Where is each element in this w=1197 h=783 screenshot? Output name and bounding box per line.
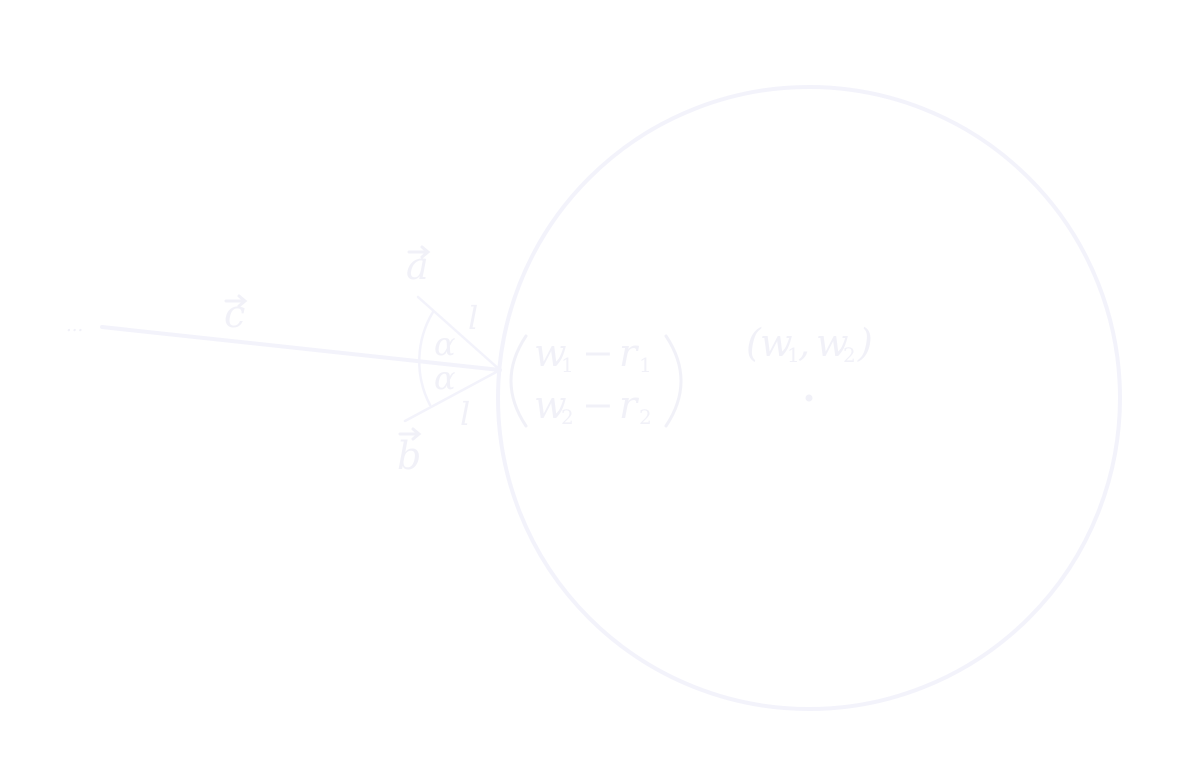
svg-text:c: c [224,292,245,336]
arrow-c-icon [224,294,248,308]
svg-text:2: 2 [639,405,652,429]
vector-b-line [403,368,502,423]
difference-vector: w 1 − r 1 w 2 − r 2 [509,331,683,429]
left-bracket [509,334,528,428]
vector-a-line [416,295,502,372]
center-point [805,394,813,402]
right-bracket [664,334,683,428]
svg-text:1: 1 [639,353,652,377]
label-vector-b: b [397,427,422,478]
svg-text:−: − [582,383,614,427]
svg-text:1: 1 [561,353,574,377]
svg-text:w: w [816,321,849,365]
svg-text:2: 2 [843,343,856,367]
label-vector-a: a [406,244,431,288]
svg-text:1: 1 [787,343,800,367]
ellipsis-label: ... [66,315,83,336]
center-coordinates: ( w 1 , w 2 ) [746,321,873,367]
length-label-bottom: l [460,395,470,433]
svg-text:w: w [534,383,567,427]
svg-text:,: , [798,321,810,365]
arrow-b-icon [398,427,422,441]
svg-text:r: r [619,331,640,375]
svg-text:w: w [760,321,793,365]
svg-text:): ) [857,321,873,365]
vector-c-line [100,325,502,372]
svg-text:(: ( [746,321,762,365]
svg-text:−: − [582,331,614,375]
svg-text:w: w [534,331,567,375]
angle-arc [418,310,435,407]
arrow-a-icon [407,245,431,259]
svg-text:2: 2 [561,405,574,429]
label-vector-c: c [224,292,248,336]
svg-text:b: b [397,434,421,478]
length-label-top: l [468,299,478,337]
main-circle [496,85,1122,711]
svg-text:r: r [619,383,640,427]
angle-label-top: α [434,325,456,363]
angle-label-bottom: α [434,359,456,397]
